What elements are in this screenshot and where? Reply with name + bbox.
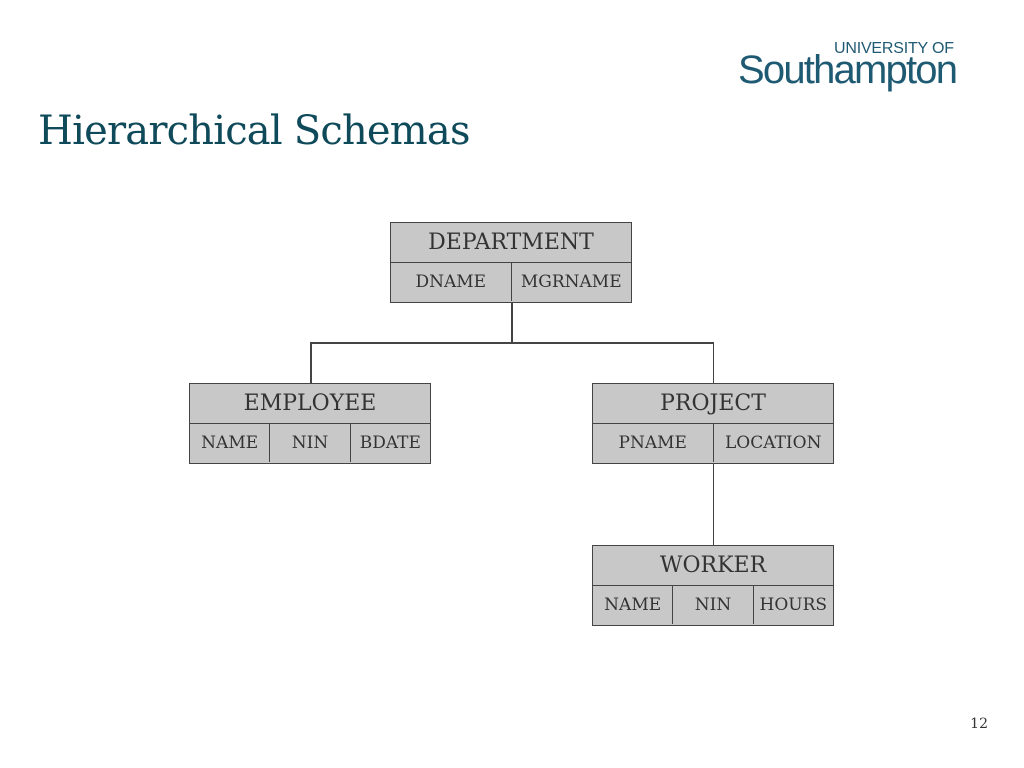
entity-worker-fields: NAME NIN HOURS [593, 586, 833, 624]
page-number: 12 [970, 716, 988, 732]
field-bdate: BDATE [359, 433, 421, 453]
connector-department-down [511, 302, 513, 343]
connector-to-employee [310, 342, 312, 384]
entity-worker-name: WORKER [593, 546, 833, 586]
connector-to-project [712, 342, 714, 384]
field-name: NAME [190, 424, 271, 462]
logo-top-text: UNIVERSITY OF [834, 40, 954, 57]
entity-employee-fields: NAME NIN BDATE [190, 424, 430, 462]
logo-main-text: Southampton [738, 48, 958, 92]
entity-project-name: PROJECT [593, 384, 833, 424]
field-name: NAME [593, 586, 674, 624]
entity-worker: WORKER NAME NIN HOURS [592, 545, 834, 626]
entity-project: PROJECT PNAME LOCATION [592, 383, 834, 464]
connector-project-to-worker [712, 464, 714, 546]
field-mgrname: MGRNAME [520, 272, 622, 292]
entity-project-fields: PNAME LOCATION [593, 424, 833, 462]
field-dname: DNAME [391, 263, 512, 301]
field-pname: PNAME [593, 424, 714, 462]
entity-employee-name: EMPLOYEE [190, 384, 430, 424]
field-hours: HOURS [759, 595, 828, 615]
entity-department-fields: DNAME MGRNAME [391, 263, 631, 301]
entity-department: DEPARTMENT DNAME MGRNAME [390, 222, 632, 303]
field-location: LOCATION [725, 433, 822, 453]
entity-employee: EMPLOYEE NAME NIN BDATE [189, 383, 431, 464]
slide-title: Hierarchical Schemas [38, 108, 471, 154]
connector-horizontal [310, 342, 714, 344]
field-nin: NIN [673, 586, 754, 624]
entity-department-name: DEPARTMENT [391, 223, 631, 263]
field-nin: NIN [270, 424, 351, 462]
